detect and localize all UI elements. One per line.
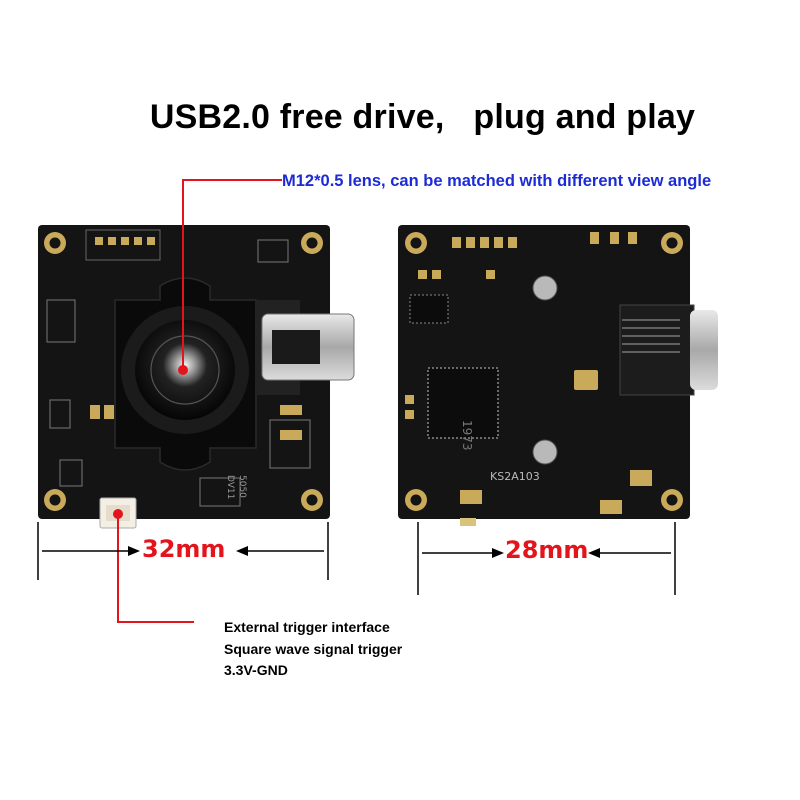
width-label-left: 32mm xyxy=(142,535,226,563)
right-board-back xyxy=(398,225,718,526)
left-board-front xyxy=(38,225,355,529)
dimension-markers xyxy=(37,522,676,595)
lens-callout-label: M12*0.5 lens, can be matched with differ… xyxy=(282,172,712,190)
trigger-callout-dot xyxy=(113,509,123,519)
lens-callout-dot xyxy=(178,365,188,375)
trigger-note-line: External trigger interface xyxy=(224,619,390,635)
trigger-callout-line xyxy=(117,518,194,623)
headline: USB2.0 free drive, plug and play xyxy=(149,98,696,136)
trigger-note-line: Square wave signal trigger xyxy=(224,641,403,657)
dimension-arrowheads xyxy=(128,546,600,558)
trigger-note-line: 3.3V-GND xyxy=(224,662,288,678)
lens-callout-line xyxy=(182,179,282,370)
width-label-right: 28mm xyxy=(505,536,589,564)
callout-lines xyxy=(117,179,282,623)
